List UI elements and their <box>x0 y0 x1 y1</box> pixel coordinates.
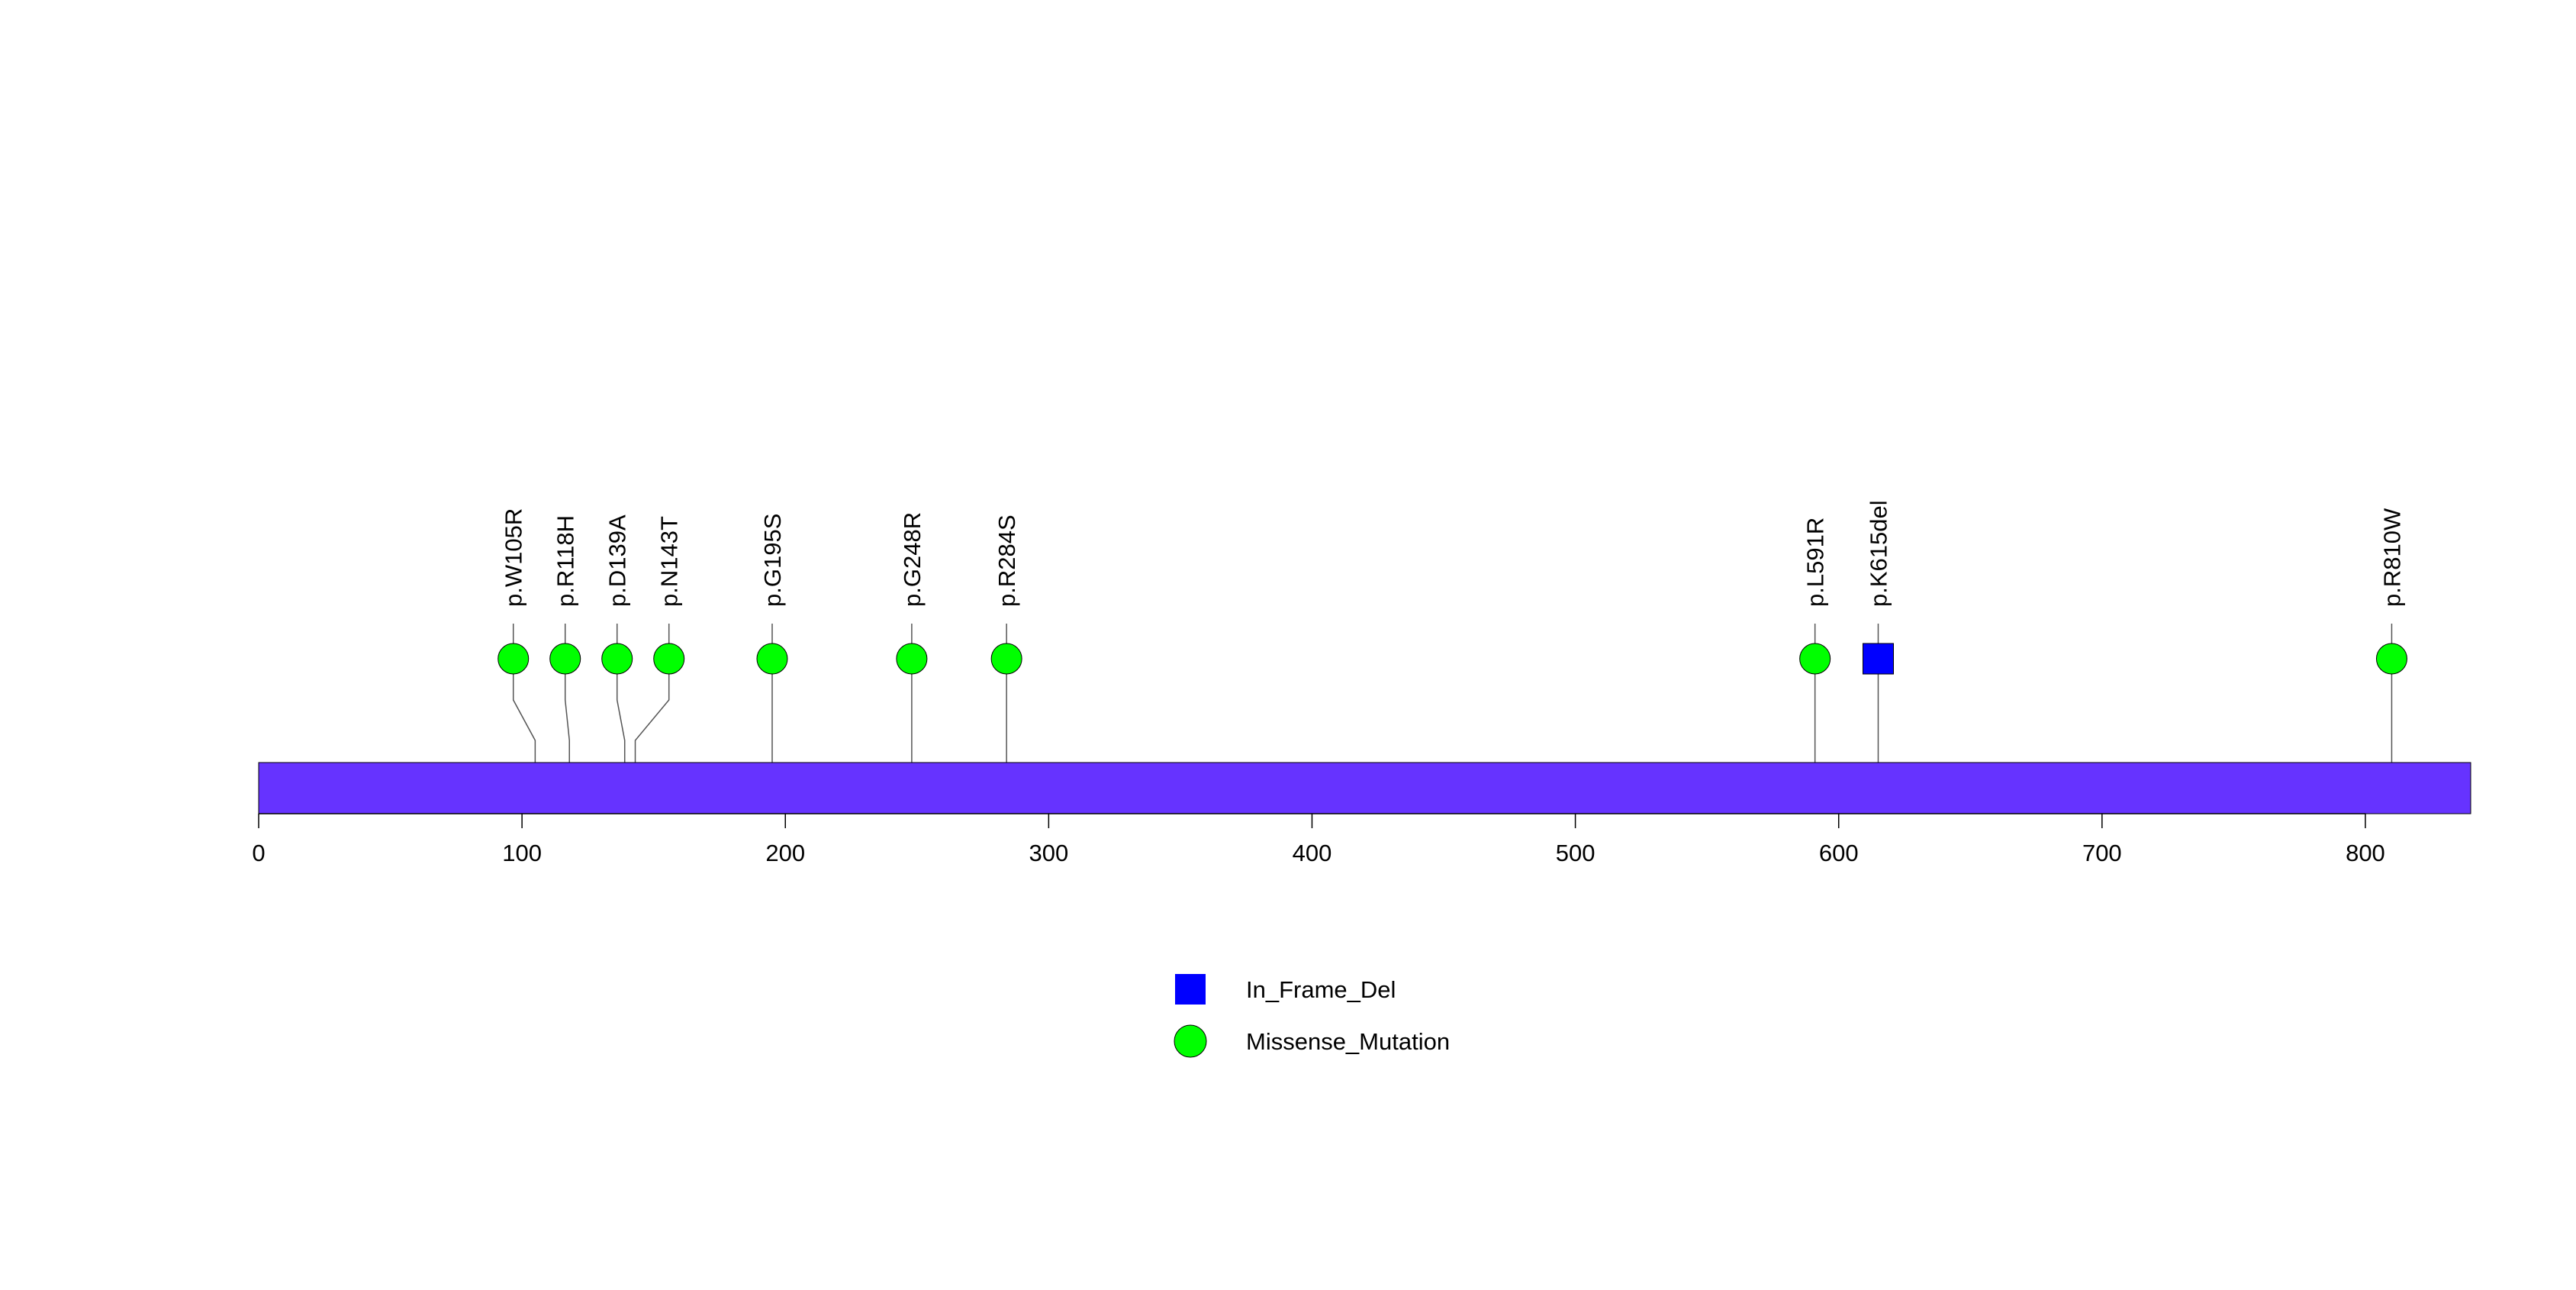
x-tick-label: 800 <box>2346 840 2385 866</box>
legend-label: Missense_Mutation <box>1246 1028 1450 1055</box>
mutation-label: p.R118H <box>552 515 579 607</box>
missense-marker <box>1799 643 1831 675</box>
legend-swatch-circle <box>1174 1024 1207 1058</box>
mutation-label: p.N143T <box>656 516 683 607</box>
x-tick-label: 0 <box>252 840 265 866</box>
mutation-label: p.R284S <box>993 514 1020 607</box>
x-axis: 0 100 200 300 400 500 600 700 800 <box>252 813 2385 866</box>
missense-marker <box>896 643 928 675</box>
x-tick-label: 300 <box>1029 840 1068 866</box>
x-tick-label: 700 <box>2082 840 2122 866</box>
in-frame-del-marker <box>1862 643 1894 675</box>
missense-marker <box>601 643 633 675</box>
x-tick-label: 600 <box>1819 840 1859 866</box>
missense-marker <box>756 643 788 675</box>
mutation-label: p.W105R <box>501 508 527 607</box>
missense-marker <box>2375 643 2407 675</box>
protein-bar <box>258 762 2471 814</box>
legend-label: In_Frame_Del <box>1246 976 1396 1003</box>
mutation-label: p.K615del <box>1865 500 1892 607</box>
mutation-labels: p.W105R p.R118H p.D139A p.N143T p.G195S p.G24… <box>501 500 2406 607</box>
missense-marker <box>549 643 581 675</box>
mutation-label: p.L591R <box>1802 518 1829 607</box>
x-tick-label: 500 <box>1556 840 1596 866</box>
missense-marker <box>990 643 1022 675</box>
missense-marker <box>653 643 685 675</box>
legend-swatch-square <box>1175 974 1206 1005</box>
x-tick-label: 200 <box>765 840 805 866</box>
mutation-label: p.D139A <box>604 514 631 607</box>
mutation-label: p.G195S <box>759 514 786 607</box>
lollipop-heads <box>497 643 2407 675</box>
mutation-label: p.R810W <box>2378 508 2405 607</box>
x-tick-label: 400 <box>1293 840 1332 866</box>
x-tick-label: 100 <box>502 840 542 866</box>
mutation-label: p.G248R <box>899 512 926 607</box>
missense-marker <box>497 643 530 675</box>
